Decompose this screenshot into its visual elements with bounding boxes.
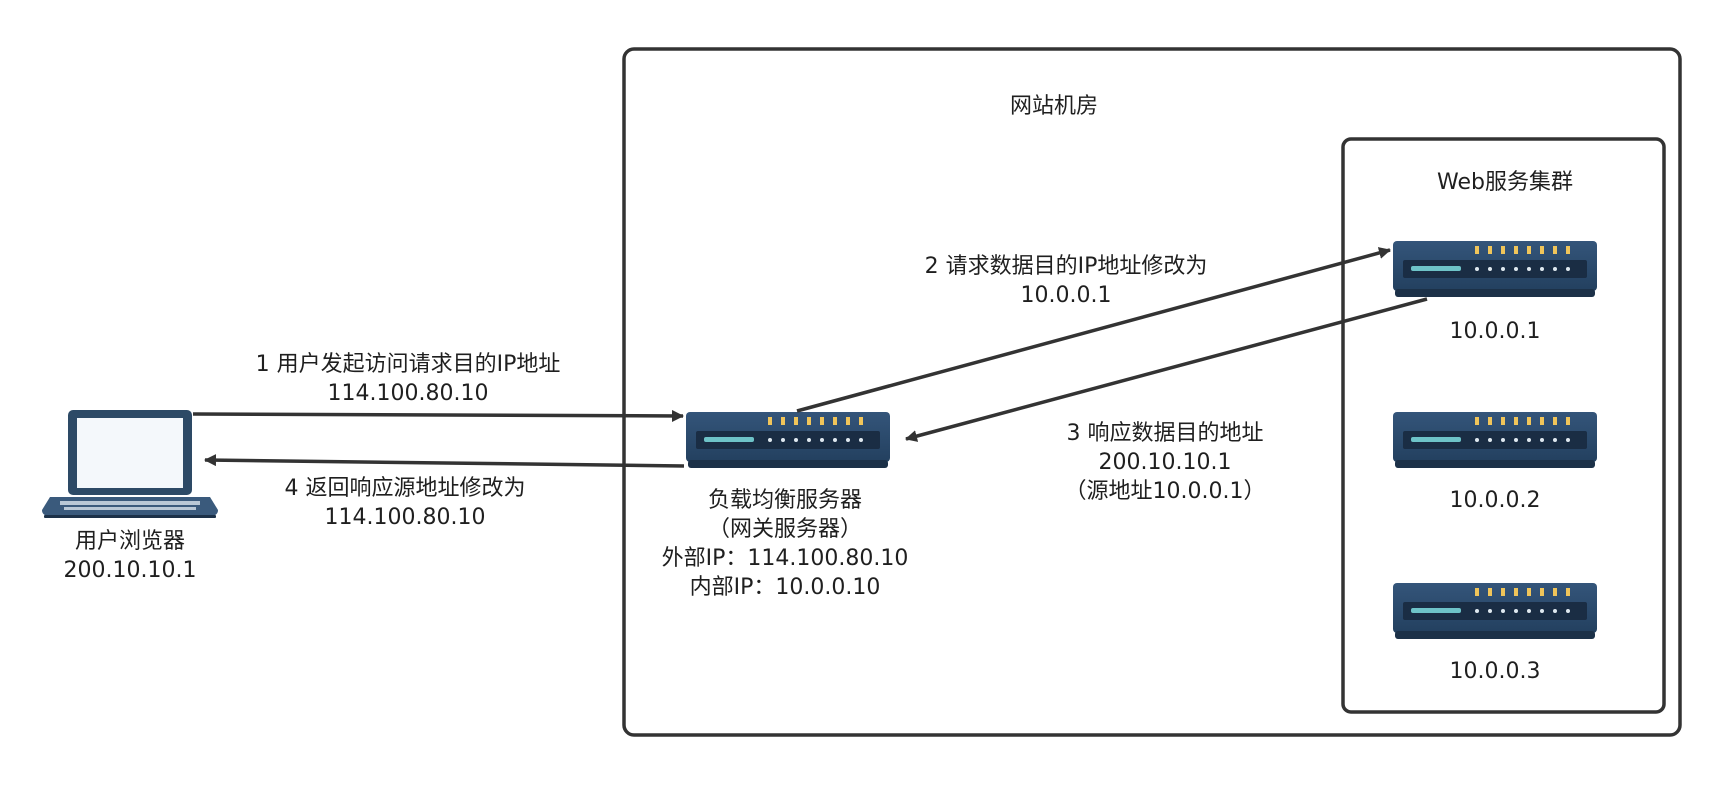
server-2-icon [1393, 412, 1597, 468]
server-2-ip: 10.0.0.2 [1449, 488, 1541, 513]
server-3-icon [1393, 583, 1597, 639]
cluster-border [1341, 137, 1666, 714]
client-label: 用户浏览器 200.10.10.1 [10, 527, 250, 585]
cluster-title: Web服务集群 [1437, 170, 1573, 195]
load-balancer-name: 负载均衡服务器 [707, 488, 862, 513]
room-border [622, 47, 1682, 737]
load-balancer-role: （网关服务器） [707, 517, 862, 542]
arrow-step-1 [192, 409, 684, 422]
step-1-label: 1 用户发起访问请求目的IP地址 114.100.80.10 [255, 352, 561, 406]
laptop-icon [42, 410, 218, 518]
load-balancer-label: 负载均衡服务器 （网关服务器） 外部IP：114.100.80.10 内部IP：… [625, 486, 945, 602]
arrow-step-3 [905, 297, 1428, 442]
server-3-ip: 10.0.0.3 [1449, 659, 1541, 684]
load-balancer-icon [686, 412, 890, 468]
step-4-label: 4 返回响应源地址修改为 114.100.80.10 [284, 476, 526, 530]
server-1-icon [1393, 241, 1597, 297]
load-balancer-internal-ip: 内部IP：10.0.0.10 [689, 575, 881, 600]
client-ip: 200.10.10.1 [63, 558, 197, 583]
step-3-label: 3 响应数据目的地址 200.10.10.1 （源地址10.0.0.1） [1064, 421, 1266, 504]
arrow-step-2 [796, 247, 1391, 413]
load-balancer-external-ip: 外部IP：114.100.80.10 [661, 546, 909, 571]
arrow-step-4 [204, 454, 685, 468]
server-1-ip: 10.0.0.1 [1449, 319, 1541, 344]
room-title: 网站机房 [1009, 94, 1098, 119]
client-name: 用户浏览器 [74, 529, 185, 554]
step-2-label: 2 请求数据目的IP地址修改为 10.0.0.1 [924, 254, 1208, 308]
